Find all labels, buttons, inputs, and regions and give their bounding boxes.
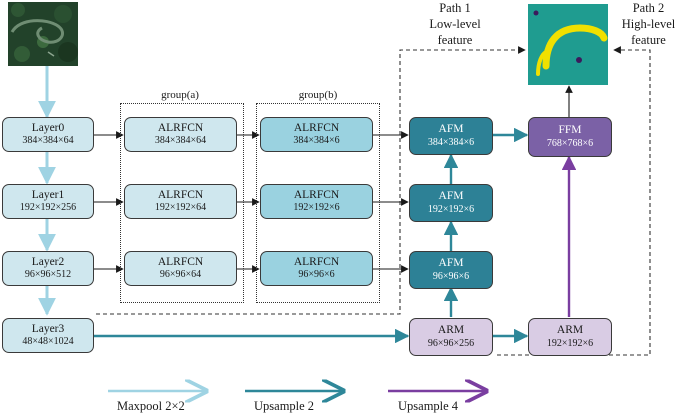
input-satellite-image xyxy=(8,2,78,66)
afm1-dim: 192×192×6 xyxy=(427,203,475,215)
layer1-box: Layer1 192×192×256 xyxy=(2,184,94,219)
layer3-dim: 48×48×1024 xyxy=(22,336,74,348)
path1-label: Path 1 Low-level feature xyxy=(405,0,505,48)
legend-maxpool-label: Maxpool 2×2 xyxy=(117,399,185,413)
afm2-name: AFM xyxy=(438,257,464,270)
afm0-name: AFM xyxy=(438,123,464,136)
layer2-dim: 96×96×512 xyxy=(24,269,72,281)
legend-up2-label: Upsample 2 xyxy=(254,399,315,413)
alrfcn-b2-dim: 96×96×6 xyxy=(298,269,335,281)
alrfcn-b0-name: ALRFCN xyxy=(293,121,340,134)
alrfcn-b0-box: ALRFCN 384×384×6 xyxy=(260,117,373,152)
afm2-dim: 96×96×6 xyxy=(432,270,470,282)
alrfcn-a1-name: ALRFCN xyxy=(157,188,204,201)
path1-line2: Low-level xyxy=(429,17,481,31)
layer1-dim: 192×192×256 xyxy=(19,202,77,214)
legend-up4-label: Upsample 4 xyxy=(398,399,459,413)
alrfcn-b1-name: ALRFCN xyxy=(293,188,340,201)
afm0-box: AFM 384×384×6 xyxy=(409,117,493,155)
layer2-name: Layer2 xyxy=(31,255,65,268)
path2-dashed-line xyxy=(497,46,651,356)
alrfcn-a2-name: ALRFCN xyxy=(157,255,204,268)
layer3-box: Layer3 48×48×1024 xyxy=(2,318,94,353)
path2-line2: High-level xyxy=(621,17,676,31)
arm1-box: ARM 192×192×6 xyxy=(528,318,612,356)
alrfcn-a0-box: ALRFCN 384×384×64 xyxy=(124,117,237,152)
group-a-label: group(a) xyxy=(161,89,199,101)
ffm-box: FFM 768×768×6 xyxy=(528,117,612,157)
alrfcn-a1-box: ALRFCN 192×192×64 xyxy=(124,184,237,219)
ffm-dim: 768×768×6 xyxy=(546,137,594,149)
group-b-label: group(b) xyxy=(298,89,338,101)
afm1-name: AFM xyxy=(438,190,464,203)
alrfcn-a0-dim: 384×384×64 xyxy=(154,135,207,147)
alrfcn-a2-dim: 96×96×64 xyxy=(159,269,202,281)
output-segmentation-map xyxy=(528,4,608,85)
layer3-name: Layer3 xyxy=(31,322,65,335)
arm0-box: ARM 96×96×256 xyxy=(409,318,493,356)
alrfcn-b1-box: ALRFCN 192×192×6 xyxy=(260,184,373,219)
path2-label: Path 2 High-level feature xyxy=(612,0,685,48)
layer0-box: Layer0 384×384×64 xyxy=(2,117,94,152)
afm2-box: AFM 96×96×6 xyxy=(409,251,493,289)
alrfcn-b1-dim: 192×192×6 xyxy=(293,202,340,214)
layer0-dim: 384×384×64 xyxy=(22,135,74,147)
alrfcn-a2-box: ALRFCN 96×96×64 xyxy=(124,251,237,286)
arm0-dim: 96×96×256 xyxy=(427,337,475,349)
layer1-name: Layer1 xyxy=(31,188,65,201)
group-b-frame xyxy=(256,103,380,303)
alrfcn-b0-dim: 384×384×6 xyxy=(293,135,340,147)
ffm-name: FFM xyxy=(558,124,582,137)
afm0-dim: 384×384×6 xyxy=(427,136,475,148)
alrfcn-b2-box: ALRFCN 96×96×6 xyxy=(260,251,373,286)
layer0-name: Layer0 xyxy=(31,121,65,134)
arm0-name: ARM xyxy=(437,324,465,337)
arm1-name: ARM xyxy=(556,324,584,337)
arm1-dim: 192×192×6 xyxy=(546,337,594,349)
afm1-box: AFM 192×192×6 xyxy=(409,184,493,222)
path1-line3: feature xyxy=(437,33,473,47)
path1-dashed-line xyxy=(96,46,526,315)
alrfcn-b2-name: ALRFCN xyxy=(293,255,340,268)
path1-line1: Path 1 xyxy=(439,1,471,15)
layer2-box: Layer2 96×96×512 xyxy=(2,251,94,286)
path2-line3: feature xyxy=(631,33,666,47)
alrfcn-a0-name: ALRFCN xyxy=(157,121,204,134)
alrfcn-a1-dim: 192×192×64 xyxy=(154,202,207,214)
group-a-frame xyxy=(120,103,244,303)
path2-line1: Path 2 xyxy=(632,1,665,15)
